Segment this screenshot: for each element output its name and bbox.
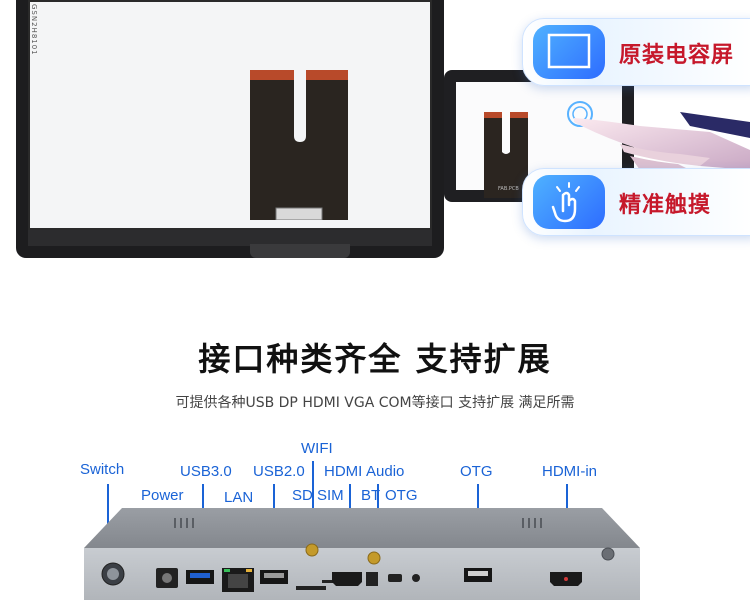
label-hdmi-in: HDMI-in [542, 463, 597, 480]
label-audio: Audio [366, 463, 405, 480]
screen-icon [547, 33, 591, 69]
robot-hand-image [567, 101, 750, 170]
label-power: Power [141, 487, 184, 504]
label-sd: SD [292, 487, 313, 504]
label-switch: Switch [80, 461, 125, 478]
fpc-ribbon-cable [250, 70, 348, 220]
label-wifi: WIFI [301, 440, 333, 457]
leader-wifi [312, 461, 314, 547]
feature-touch-label: 精准触摸 [619, 193, 712, 218]
label-usb30: USB3.0 [180, 463, 232, 480]
label-bt: BT [361, 487, 381, 504]
label-sim: SIM [317, 487, 344, 504]
mini-ribbon-tag: FAB.PCB [498, 186, 519, 192]
label-lan: LAN [224, 489, 254, 506]
panel-side-print: GSN2H8101 [30, 4, 38, 56]
label-usb20: USB2.0 [253, 463, 305, 480]
capacitive-panel-glass [28, 0, 432, 230]
tap-finger-icon [551, 182, 580, 223]
panel-bottom-strip [28, 230, 432, 246]
feature-badge-touch: 精准触摸 [522, 168, 750, 236]
panel-notch [250, 244, 350, 258]
label-otg: OTG [460, 463, 493, 480]
label-otg-small: OTG [385, 487, 418, 504]
badge-icon-background [533, 175, 605, 229]
badge-icon-background [533, 25, 605, 79]
feature-badge-capacitive: 原装电容屏 [522, 18, 750, 86]
feature-capacitive-label: 原装电容屏 [619, 43, 735, 68]
io-chassis [84, 508, 640, 600]
mini-ribbon-cable [484, 112, 528, 198]
section-title: 接口种类齐全 支持扩展 [198, 340, 552, 378]
label-hdmi: HDMI [324, 463, 363, 480]
section-subtitle: 可提供各种USB DP HDMI VGA COM等接口 支持扩展 满足所需 [175, 395, 575, 411]
